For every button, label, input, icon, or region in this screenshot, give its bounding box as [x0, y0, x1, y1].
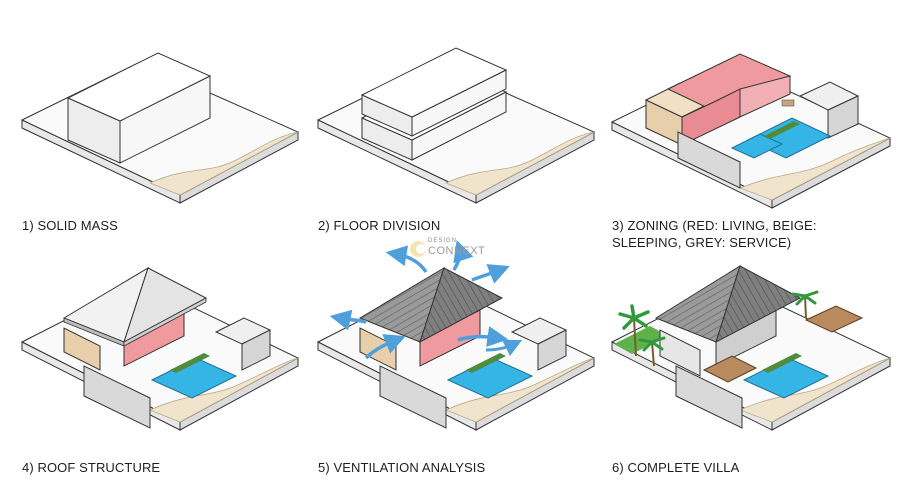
caption-ventilation-analysis: 5) VENTILATION ANALYSIS [318, 460, 486, 475]
deck-chair [781, 99, 795, 107]
beach-sand [738, 137, 891, 201]
airflow-arrow [452, 240, 474, 271]
service-wall [677, 131, 741, 189]
panel-ventilation-analysis [316, 240, 596, 431]
planter [764, 121, 800, 139]
service-wall [675, 365, 743, 429]
service-block [537, 329, 567, 371]
watermark-small-text: DESIGN [428, 238, 458, 244]
panel-zoning [610, 53, 892, 209]
caption-floor-division: 2) FLOOR DIVISION [318, 218, 441, 233]
sleeping-zone-front [63, 327, 101, 371]
watermark-brand-text: CONNEXT [428, 245, 486, 257]
airflow-arrow [457, 326, 509, 347]
panel-roof-structure [20, 266, 300, 431]
caption-zoning: 3) ZONING (RED: LIVING, BEIGE: SLEEPING,… [612, 218, 817, 250]
roof-right [419, 267, 504, 344]
roof-right [715, 265, 802, 344]
palm-tree [618, 304, 650, 357]
airflow-arrow [485, 339, 523, 357]
pergola [804, 305, 864, 333]
service-block [241, 329, 271, 371]
pergola [702, 355, 758, 383]
roof-eave [123, 297, 207, 347]
airflow-arrow [329, 309, 367, 331]
palm-tree [638, 336, 666, 367]
caption-roof-structure: 4) ROOF STRUCTURE [22, 460, 161, 475]
airflow-arrow [364, 334, 406, 360]
planter [170, 353, 210, 373]
design-connext-logo-icon [410, 241, 426, 257]
beach-sand [148, 357, 299, 423]
panel-floor-division [316, 47, 596, 204]
planter [466, 353, 506, 373]
panel-complete-villa [610, 264, 892, 431]
service-wall [379, 365, 447, 429]
caption-solid-mass: 1) SOLID MASS [22, 218, 118, 233]
service-wall [83, 365, 151, 429]
living-zone-side [739, 75, 791, 118]
palm-tree [791, 290, 819, 319]
beach-sand [444, 357, 595, 423]
beach-sand [148, 131, 299, 196]
beach-sand [738, 357, 891, 423]
mass-block-top [66, 52, 212, 122]
airflow-arrow [385, 245, 428, 273]
panel-solid-mass [20, 52, 300, 204]
beach-sand [444, 131, 595, 196]
service-block [827, 95, 859, 139]
upper-floor-top [360, 47, 508, 118]
caption-complete-villa: 6) COMPLETE VILLA [612, 460, 740, 475]
planter [762, 353, 802, 373]
airflow-arrow [471, 264, 510, 284]
pool [730, 133, 784, 159]
